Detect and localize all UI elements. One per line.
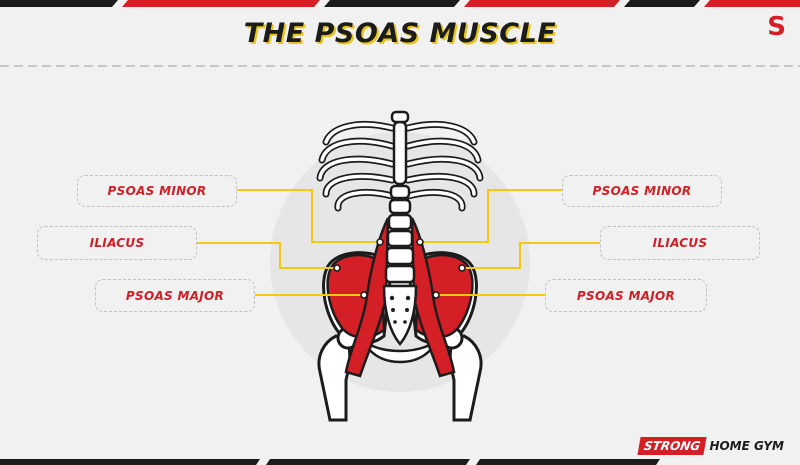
leader-iliacus-right <box>462 242 630 269</box>
bottom-stripes <box>0 459 660 465</box>
brand-logo: STRONG HOME GYM <box>637 437 784 455</box>
spine <box>384 110 416 284</box>
logo-mark: S <box>767 12 786 42</box>
sacrum <box>382 284 418 346</box>
label-text: PSOAS MINOR <box>107 184 207 198</box>
leader-iliacus-left <box>168 242 337 269</box>
label-text: ILIACUS <box>652 236 708 250</box>
leader-psoas-minor-left <box>225 189 380 243</box>
label-psoas-minor-right: PSOAS MINOR <box>562 175 722 207</box>
brand-strong-text: STRONG <box>637 437 708 455</box>
label-iliacus-right: ILIACUS <box>600 226 760 260</box>
top-stripes <box>0 0 800 7</box>
rib-cage-fill <box>318 122 482 210</box>
skeleton-illustration <box>316 110 484 422</box>
label-psoas-minor-left: PSOAS MINOR <box>77 175 237 207</box>
sacrum-holes <box>389 295 411 324</box>
leader-psoas-minor-right <box>420 189 577 243</box>
label-text: ILIACUS <box>89 236 145 250</box>
label-psoas-major-right: PSOAS MAJOR <box>545 279 707 312</box>
label-psoas-major-left: PSOAS MAJOR <box>95 279 255 312</box>
label-text: PSOAS MAJOR <box>125 288 225 303</box>
label-iliacus-left: ILIACUS <box>37 226 197 260</box>
leader-lines <box>168 189 630 296</box>
label-text: PSOAS MAJOR <box>576 288 676 303</box>
sternum <box>392 120 408 186</box>
page-title: THE PSOAS MUSCLE <box>243 18 557 49</box>
brand-rest-text: HOME GYM <box>709 439 784 453</box>
label-text: PSOAS MINOR <box>592 184 692 198</box>
